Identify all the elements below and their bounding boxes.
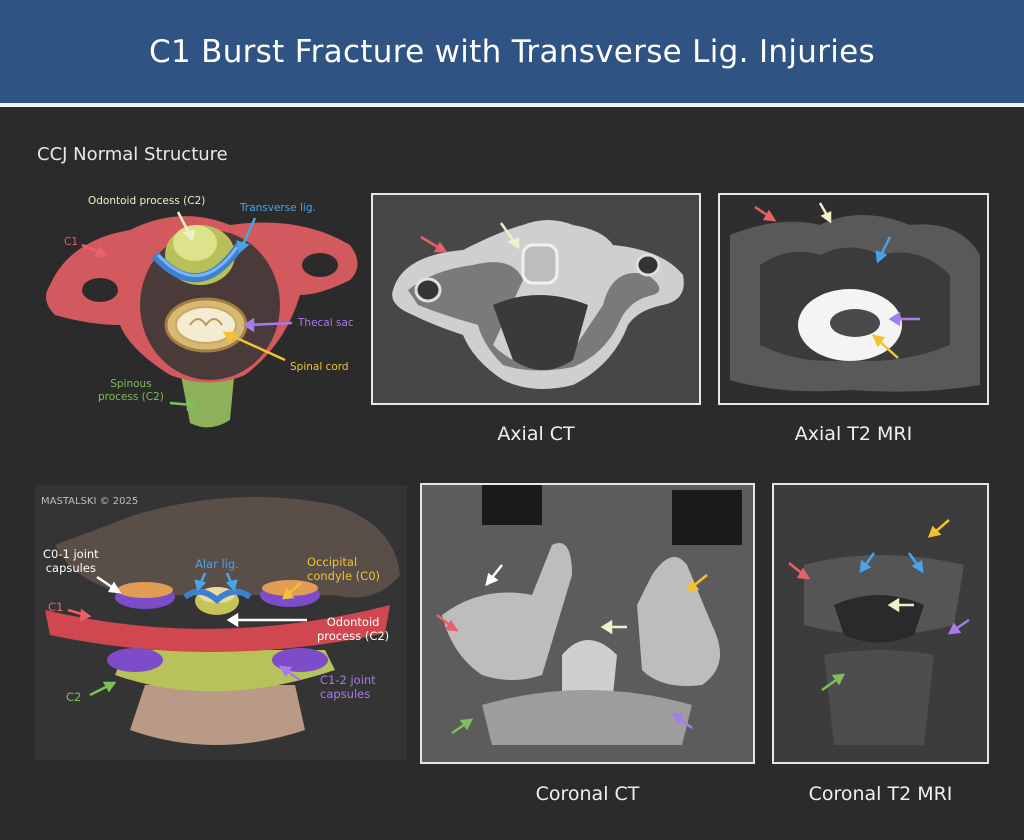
coronal-mri-caption: Coronal T2 MRI bbox=[808, 783, 953, 805]
title-divider bbox=[0, 103, 1024, 107]
label-c1: C1 bbox=[64, 236, 79, 248]
label-alar-lig: Alar lig. bbox=[195, 557, 239, 571]
copyright: MASTALSKI © 2025 bbox=[41, 496, 139, 507]
title-bar bbox=[0, 0, 1024, 103]
axial-illustration: Odontoid process (C2) Transverse lig. C1… bbox=[30, 185, 375, 435]
axial-ct-caption: Axial CT bbox=[497, 423, 575, 445]
page-title: C1 Burst Fracture with Transverse Lig. I… bbox=[149, 34, 875, 70]
axial-mri-image bbox=[718, 193, 989, 405]
label-c12-capsules: C1-2 joint capsules bbox=[320, 673, 376, 701]
label-c1-coronal: C1 bbox=[48, 600, 64, 614]
coronal-ct-image bbox=[420, 483, 755, 764]
label-odontoid-coronal: Odontoid process (C2) bbox=[317, 615, 390, 643]
coronal-ct-caption: Coronal CT bbox=[535, 783, 640, 805]
label-c2: C2 bbox=[66, 690, 82, 704]
spinous-process-shape bbox=[180, 367, 235, 428]
axial-mri-caption: Axial T2 MRI bbox=[794, 423, 913, 445]
label-transverse-lig: Transverse lig. bbox=[240, 202, 316, 214]
label-odontoid: Odontoid process (C2) bbox=[88, 195, 206, 207]
coronal-mri-image bbox=[772, 483, 989, 764]
label-occipital-condyle: Occipital condyle (C0) bbox=[307, 555, 380, 583]
label-thecal-sac: Thecal sac bbox=[298, 317, 354, 329]
label-spinous-process: Spinous process (C2) bbox=[98, 378, 164, 403]
label-c01-capsules: C0-1 joint capsules bbox=[43, 547, 99, 575]
axial-ct-image bbox=[371, 193, 701, 405]
coronal-illustration: MASTALSKI © 2025 C0-1 joint capsules Ala… bbox=[35, 485, 407, 760]
section-heading: CCJ Normal Structure bbox=[37, 144, 228, 165]
label-spinal-cord: Spinal cord bbox=[290, 361, 349, 373]
